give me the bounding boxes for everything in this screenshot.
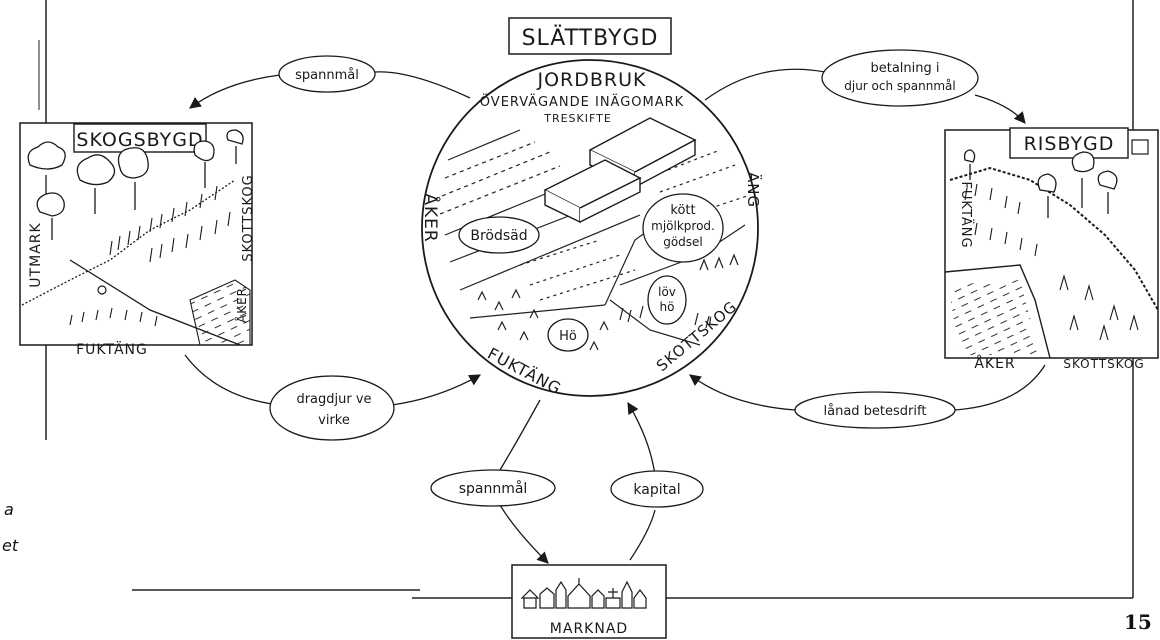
arrow-grain-to-market <box>499 399 548 563</box>
forest-aker-field <box>189 279 251 346</box>
center-ang: ÄNG <box>744 172 763 208</box>
center-line-jordbruk: JORDBRUK <box>537 69 647 91</box>
brush-fuktang: FUKTÄNG <box>958 181 974 248</box>
center-farm-buildings <box>543 117 697 224</box>
center-leaf-bubble <box>647 275 687 325</box>
flow-capital-bubble <box>610 470 704 508</box>
flow-draft-bubble <box>269 375 395 441</box>
brush-skottskog: SKOTTSKOG <box>1063 357 1144 371</box>
arrow-borrowed-to-center <box>690 365 1046 411</box>
brush-title: RISBYGD <box>1024 133 1115 155</box>
forest-figure <box>97 285 107 295</box>
flow-payment-bubble <box>821 49 979 107</box>
center-hay: Hö <box>559 329 577 344</box>
center-leaf-l2: hö <box>660 300 675 314</box>
flow-draft-l2: virke <box>318 413 350 428</box>
flow-grain-bottom-bubble <box>430 469 556 507</box>
arrow-grain-to-forest <box>190 71 471 108</box>
forest-fuktang: FUKTÄNG <box>76 340 148 358</box>
brush-grass <box>964 183 1139 341</box>
arrow-draft-to-center <box>184 354 480 406</box>
market-region: MARKNAD <box>511 564 667 639</box>
brush-field-divider <box>944 264 1051 359</box>
caption-fragment-2: et <box>2 536 19 555</box>
caption-fragment-1: a <box>4 500 14 519</box>
flow-capital: kapital <box>633 482 680 498</box>
center-title-box <box>508 17 672 55</box>
brush-trees <box>963 149 1118 218</box>
page-number: 15 <box>1124 610 1152 634</box>
flow-payment-l2: djur och spannmål <box>844 79 955 93</box>
flow-grain-top-bubble <box>278 55 376 93</box>
flow-borrowed: lånad betesdrift <box>824 404 927 419</box>
center-region: SLÄTTBYGD JORDBRUK ÖVERVÄGANDE INÄGOMARK… <box>420 17 763 399</box>
forest-region: SKOGSBYGD UTMARK SKOTTSKOG ÅKER FUKTÄNG <box>19 122 256 358</box>
flow-grain-bottom: spannmål <box>459 480 528 497</box>
flow-draft-l1: dragdjur ve <box>296 392 371 407</box>
center-meat-l1: kött <box>670 203 695 218</box>
center-meat-l2: mjölkprod. <box>651 219 715 233</box>
arrow-payment-to-brush <box>704 68 1025 123</box>
forest-title-box <box>73 123 207 153</box>
market-town <box>520 578 647 609</box>
center-title: SLÄTTBYGD <box>522 25 659 51</box>
forest-grass <box>69 185 231 327</box>
flow-arrows <box>184 68 1046 563</box>
flow-grain-top: spannmål <box>295 68 359 83</box>
flow-payment-l1: betalning i <box>870 61 939 76</box>
forest-utmark: UTMARK <box>28 222 44 287</box>
forest-aker: ÅKER <box>234 287 249 323</box>
center-meat-l3: gödsel <box>663 235 703 249</box>
market-title: MARKNAD <box>550 621 628 637</box>
center-hay-bubble <box>547 318 589 352</box>
center-line-overvagande: ÖVERVÄGANDE INÄGOMARK <box>480 93 684 110</box>
flow-borrowed-bubble <box>794 391 956 429</box>
brush-slope <box>949 166 1159 311</box>
center-aker: ÅKER <box>420 193 442 242</box>
forest-title: SKOGSBYGD <box>76 129 203 151</box>
arrow-capital-to-center <box>628 403 656 561</box>
center-plant-marks <box>477 253 739 351</box>
brush-aker: ÅKER <box>974 355 1015 372</box>
center-bread: Brödsäd <box>470 228 527 244</box>
center-line-treskifte: TRESKIFTE <box>543 112 612 125</box>
forest-skottskog: SKOTTSKOG <box>241 174 256 261</box>
forest-slope <box>21 179 236 306</box>
forest-trees <box>27 129 244 240</box>
center-leaf-l1: löv <box>658 285 676 299</box>
brush-region: RISBYGD FUKTÄNG ÅKER SKOTTSKOG <box>944 127 1159 372</box>
brush-title-mark <box>1131 139 1149 155</box>
brush-aker-field <box>948 280 1040 355</box>
center-meat-bubble <box>642 193 724 263</box>
forest-frame <box>19 122 253 346</box>
center-bread-bubble <box>458 216 540 254</box>
